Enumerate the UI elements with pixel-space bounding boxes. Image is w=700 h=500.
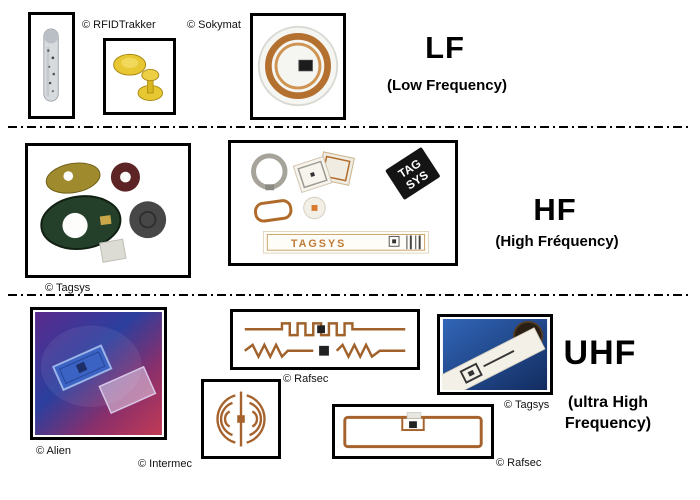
rfid-chip: [237, 415, 245, 423]
uhf-intermec-fractal-photo: [201, 379, 281, 459]
uhf-tagsys-roll-photo: [437, 314, 553, 395]
lf-hf-divider: [8, 126, 692, 128]
hf-dark-tags-illustration: [40, 162, 167, 263]
credit-rfidtrakker: © RFIDTrakker: [82, 19, 156, 31]
fractal-antenna-illustration: [216, 391, 266, 447]
uhf-title: UHF: [563, 334, 637, 372]
lf-coil-disc-photo: [250, 13, 346, 120]
uhf-rafsec-dipole-photo: [230, 309, 420, 370]
uhf-subtitle-line1: (ultra High: [568, 394, 648, 411]
glass-capsule-tag-illustration: [43, 28, 59, 102]
uhf-subtitle: (ultra High Frequency): [543, 392, 673, 434]
credit-sokymat: © Sokymat: [187, 19, 241, 31]
lf-title: LF: [425, 30, 465, 65]
alien-tags-illustration: [35, 312, 162, 435]
copper-coil-antenna: [265, 33, 331, 99]
uhf-subtitle-line2: Frequency): [564, 415, 652, 432]
credit-alien: © Alien: [36, 445, 72, 457]
hf-tagsys-tags-photo: [25, 143, 191, 278]
hf-label-tags-illustration: TAG SYS TAGSYS: [251, 147, 440, 254]
lf-subtitle: (Low Frequency): [386, 77, 507, 94]
hf-subtitle: (High Fréquency): [495, 233, 619, 250]
credit-intermec: © Intermec: [138, 458, 192, 470]
hf-title: HF: [533, 192, 577, 227]
label-roll-illustration: [442, 319, 548, 390]
credit-rafsec-loop: © Rafsec: [496, 457, 542, 469]
hf-uhf-divider: [8, 294, 692, 296]
yellow-ear-tags-illustration: [113, 53, 164, 101]
rfid-chip: [298, 59, 313, 72]
uhf-alien-tags-photo: [30, 307, 167, 440]
credit-rafsec-antennas: © Rafsec: [283, 373, 329, 385]
credit-uhf-tagsys: © Tagsys: [504, 399, 550, 411]
rfid-chip: [409, 421, 417, 429]
lf-glass-capsule-photo: [28, 12, 75, 119]
hf-label-tags-photo: TAG SYS TAGSYS: [228, 140, 458, 266]
credit-hf-tagsys: © Tagsys: [45, 282, 91, 294]
tagsys-strip-label: TAGSYS: [291, 238, 346, 250]
meander-antenna-top: [244, 322, 406, 337]
tagsys-black-sticker: TAG SYS: [385, 147, 440, 200]
dipole-antenna-tags-illustration: [244, 322, 406, 360]
uhf-rafsec-loop-photo: [332, 404, 494, 459]
meander-antenna-bottom: [335, 342, 406, 360]
loop-antenna-tag-illustration: [343, 412, 483, 449]
tagsys-label-strip: TAGSYS: [262, 231, 430, 254]
lf-ear-tags-photo: [103, 38, 176, 115]
coil-disc-tag-illustration: [257, 25, 339, 107]
